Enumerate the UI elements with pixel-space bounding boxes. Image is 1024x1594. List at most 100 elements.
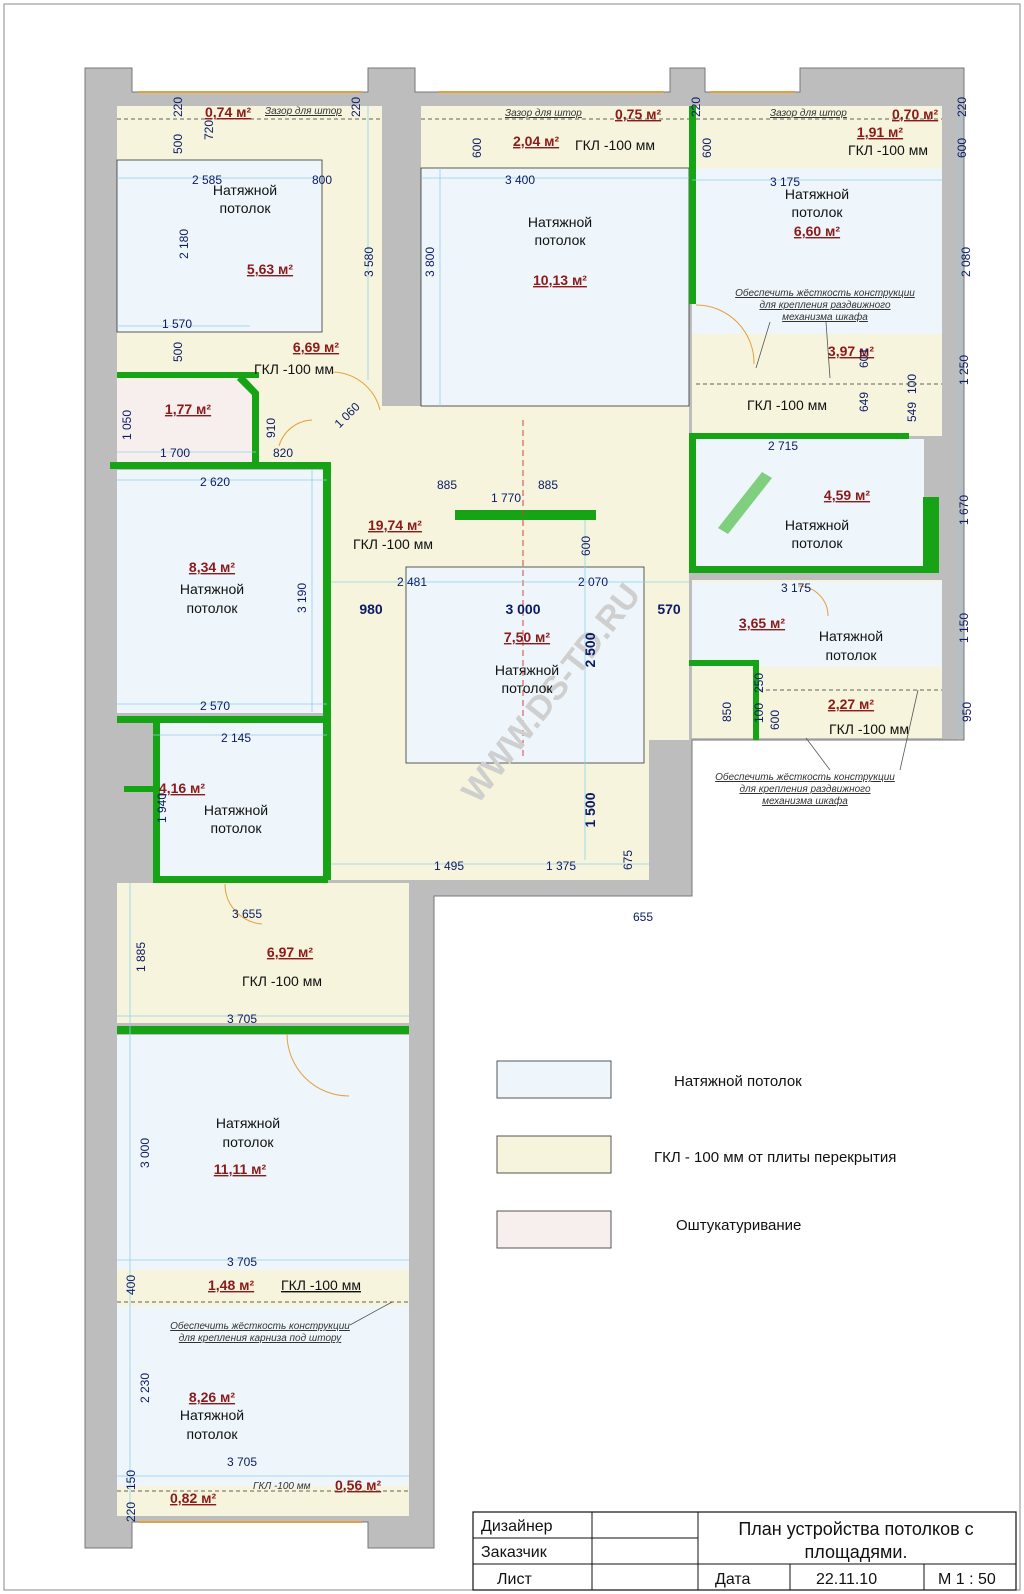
dimension-label: 3 655 — [232, 907, 262, 921]
dimension-label: 3 705 — [227, 1455, 257, 1469]
gkl-area-8: 19,74 м² — [368, 517, 422, 533]
gkl-text-7: ГКЛ -100 мм — [747, 397, 827, 413]
title-block-title-2: площадями. — [805, 1542, 908, 1562]
dimension-label: 3 400 — [505, 173, 535, 187]
dimension-label: 950 — [960, 702, 974, 722]
dimension-label: 500 — [171, 134, 185, 154]
stretch-room7 — [696, 439, 924, 569]
dimension-label: 600 — [700, 138, 714, 158]
room8-label-1: Натяжной — [819, 628, 883, 644]
dimension-label: 100 — [752, 703, 766, 723]
partition — [753, 660, 759, 740]
doors — [224, 304, 829, 1097]
title-block: Дизайнер Заказчик Лист План устройства п… — [472, 1511, 1017, 1591]
dimension-label: 549 — [905, 402, 919, 422]
dimension-label: 2 145 — [221, 731, 251, 745]
dimension-label: 3 175 — [781, 581, 811, 595]
room3-label-2: потолок — [791, 204, 843, 220]
gkl-text-3: Зазор для штор — [770, 108, 847, 119]
note1-line2: для крепления раздвижного — [759, 300, 891, 311]
note1-line1: Обеспечить жёсткость конструкции — [735, 287, 915, 299]
partition — [689, 106, 696, 304]
partition — [689, 566, 939, 573]
room8-area: 3,65 м² — [739, 615, 785, 631]
dimension-label: 3 175 — [770, 175, 800, 189]
door-swing — [695, 304, 755, 365]
dimension-label: 1 570 — [162, 317, 192, 331]
title-block-sheet: Лист — [497, 1571, 532, 1588]
dimension-label: 600 — [955, 138, 969, 158]
dimension-label: 601 — [857, 348, 871, 368]
gkl-area-12: 0,82 м² — [170, 1490, 216, 1506]
gkl-area-13: 0,56 м² — [335, 1477, 381, 1493]
gkl-area-6: 6,69 м² — [293, 339, 339, 355]
dimension-label: 1 375 — [546, 859, 576, 873]
dimension-label: 2 180 — [177, 229, 191, 259]
dimension-label: 220 — [171, 97, 185, 117]
dimension-label: 600 — [470, 138, 484, 158]
dimension-label: 3 580 — [362, 247, 376, 277]
dimension-label: 720 — [202, 120, 216, 140]
room10-label-1: Натяжной — [216, 1115, 280, 1131]
title-block-date: 22.11.10 — [816, 1571, 877, 1588]
title-block-customer: Заказчик — [481, 1544, 548, 1561]
dimension-label: 2 070 — [578, 575, 608, 589]
gkl-text-8: ГКЛ -100 мм — [353, 536, 433, 552]
gkl-text-1: Зазор для штор — [265, 106, 342, 117]
stretch-room2 — [420, 167, 690, 407]
gkl-zone-room11 — [117, 1486, 409, 1516]
dimension-label: 910 — [264, 418, 278, 438]
note2-line3: механизма шкафа — [762, 795, 848, 807]
room6-area: 7,50 м² — [504, 629, 550, 645]
dimension-label: 220 — [689, 97, 703, 117]
room9-label-2: потолок — [210, 820, 262, 836]
gkl-text-5: ГКЛ -100 мм — [848, 142, 928, 158]
dimension-label: 850 — [720, 702, 734, 722]
partition — [689, 436, 696, 572]
dimension-label: 500 — [171, 342, 185, 362]
partition — [323, 462, 331, 880]
gkl-text-10: ГКЛ -100 мм — [242, 973, 322, 989]
legend: Натяжной потолок ГКЛ - 100 мм от плиты п… — [496, 1060, 896, 1249]
room4-area: 1,77 м² — [165, 401, 211, 417]
dimension-label-bold: 570 — [657, 601, 681, 617]
gkl-labels: 0,74 м² Зазор для штор 0,75 м² Зазор для… — [170, 104, 938, 1506]
stretch-room9 — [153, 723, 327, 877]
dimension-label: 1 250 — [957, 355, 971, 385]
room-labels: Натяжной потолок 5,63 м² Натяжной потоло… — [159, 182, 883, 1442]
legend-label-gkl: ГКЛ - 100 мм от плиты перекрытия — [654, 1149, 896, 1166]
gkl-text-2: Зазор для штор — [505, 108, 582, 119]
title-block-title-1: План устройства потолков с — [738, 1519, 973, 1539]
dimension-label-bold: 2 500 — [582, 632, 598, 667]
dimension-label: 2 585 — [192, 173, 222, 187]
dimension-label: 2 620 — [200, 475, 230, 489]
gkl-area-7: 3,97 м² — [828, 343, 874, 359]
dimension-label: 1 885 — [134, 942, 148, 972]
notes: Обеспечить жёсткость конструкции для кре… — [170, 287, 915, 1344]
partition — [117, 372, 259, 378]
room6-label-1: Натяжной — [495, 662, 559, 678]
partition — [689, 660, 759, 666]
partition — [110, 462, 330, 469]
gkl-area-5: 1,91 м² — [857, 124, 903, 140]
dimension-label: 3 190 — [295, 583, 309, 613]
door-swing — [278, 419, 313, 447]
dimension-label: 2 481 — [397, 575, 427, 589]
partitions — [110, 106, 939, 1034]
dimension-label: 3 705 — [227, 1255, 257, 1269]
dimension-label: 250 — [752, 673, 766, 693]
gkl-text-4: ГКЛ -100 мм — [575, 137, 655, 153]
partition — [117, 716, 327, 723]
room3-area: 6,60 м² — [794, 223, 840, 239]
legend-label-plaster: Оштукатуривание — [676, 1217, 801, 1234]
dimension-label: 1 050 — [120, 410, 134, 440]
door-swing — [331, 371, 381, 411]
door-swing — [797, 585, 829, 617]
dimension-label: 885 — [538, 478, 558, 492]
partition — [923, 497, 939, 569]
dimension-lines — [117, 106, 961, 1520]
legend-label-stretch: Натяжной потолок — [674, 1073, 802, 1090]
dimension-label: 649 — [857, 392, 871, 412]
dimension-label-bold: 980 — [359, 601, 383, 617]
room1-area: 5,63 м² — [247, 261, 293, 277]
